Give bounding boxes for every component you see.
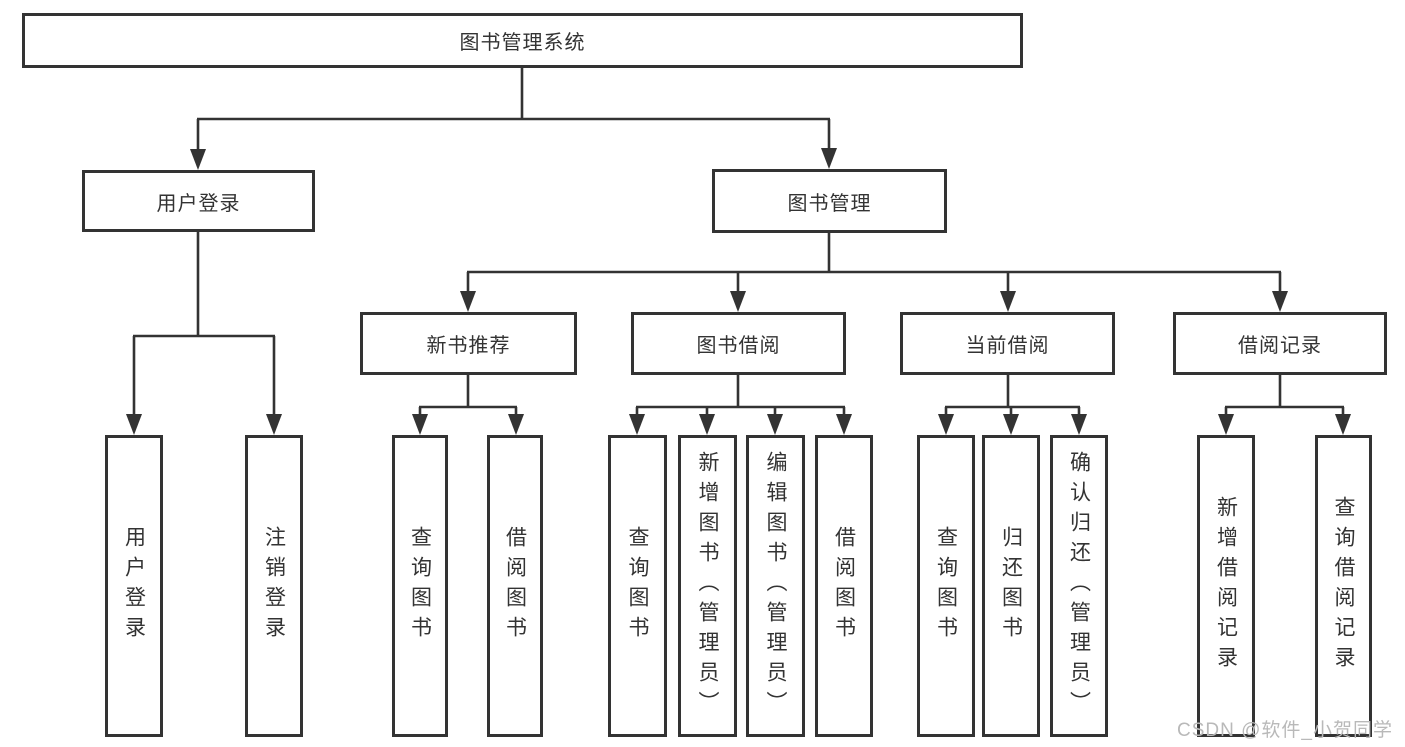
connector-user-login-children <box>126 232 282 435</box>
connector-book-borrow-children <box>629 375 852 435</box>
node-book-management: 图书管理 <box>712 169 947 233</box>
leaf-borrow-books: 借阅图书 <box>815 435 873 737</box>
connector-new-book-children <box>412 375 524 435</box>
node-current-borrow: 当前借阅 <box>900 312 1115 375</box>
connector-borrow-records-children <box>1218 375 1351 435</box>
connector-current-borrow-children <box>938 375 1087 435</box>
node-root-library-system: 图书管理系统 <box>22 13 1023 68</box>
leaf-query-books-current: 查询图书 <box>917 435 975 737</box>
leaf-add-borrow-record: 新增借阅记录 <box>1197 435 1255 737</box>
leaf-add-books-admin: 新增图书（管理员） <box>678 435 737 737</box>
node-new-book-recommend: 新书推荐 <box>360 312 577 375</box>
connector-root-to-level2 <box>190 68 837 170</box>
leaf-confirm-return-admin: 确认归还（管理员） <box>1050 435 1108 737</box>
node-user-login: 用户登录 <box>82 170 315 232</box>
node-borrow-records: 借阅记录 <box>1173 312 1387 375</box>
connector-book-mgmt-children <box>460 233 1288 312</box>
leaf-query-books-borrow: 查询图书 <box>608 435 667 737</box>
leaf-logout: 注销登录 <box>245 435 303 737</box>
leaf-user-login: 用户登录 <box>105 435 163 737</box>
node-book-borrow: 图书借阅 <box>631 312 846 375</box>
leaf-query-books-recommend: 查询图书 <box>392 435 448 737</box>
leaf-return-books: 归还图书 <box>982 435 1040 737</box>
leaf-borrow-books-recommend: 借阅图书 <box>487 435 543 737</box>
leaf-query-borrow-record: 查询借阅记录 <box>1315 435 1372 737</box>
csdn-watermark: CSDN @软件_小贺同学 <box>1177 720 1393 741</box>
leaf-edit-books-admin: 编辑图书（管理员） <box>746 435 805 737</box>
